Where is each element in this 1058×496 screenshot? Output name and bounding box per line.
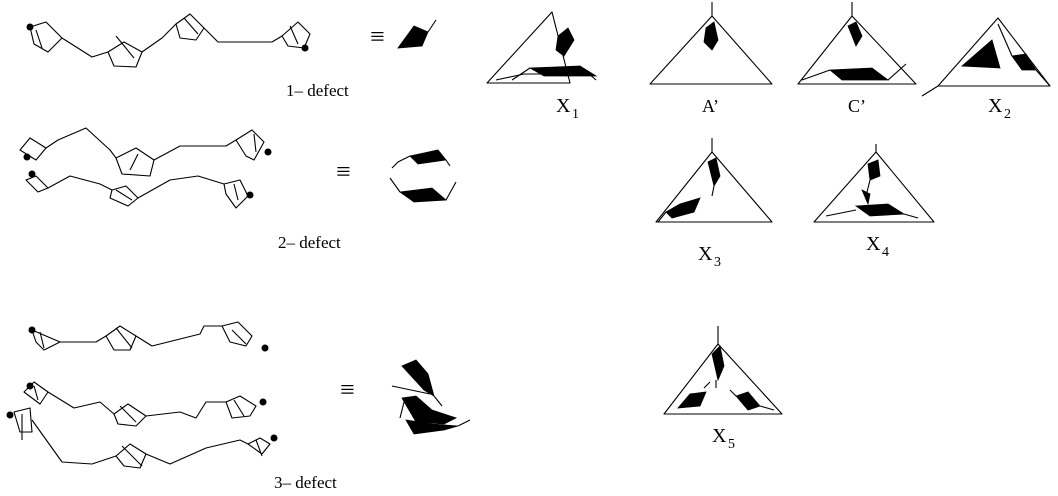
label-c-prime: C’: [848, 96, 866, 116]
triangle-c-prime: [797, 2, 917, 85]
equivalence-symbol: ≡: [340, 375, 355, 404]
svg-text:4: 4: [882, 245, 889, 260]
defect-1-label: 1– defect: [286, 81, 349, 100]
defect-3-glyph: [391, 359, 471, 435]
equivalence-symbol: ≡: [370, 22, 385, 51]
chain-1-defect: [26, 13, 311, 68]
svg-text:2: 2: [1004, 107, 1011, 122]
ring: [13, 407, 33, 433]
triangle-x4: [813, 144, 935, 223]
svg-text:3: 3: [714, 255, 721, 270]
ring: [25, 175, 49, 193]
svg-text:5: 5: [728, 437, 735, 452]
triangle-x5: [663, 326, 783, 415]
label-x2: X 2: [988, 95, 1011, 122]
chain-3-defect-a: [28, 321, 269, 352]
svg-text:X: X: [698, 243, 713, 265]
label-a-prime: A’: [702, 96, 719, 116]
label-x3: X 3: [698, 243, 721, 270]
equivalence-symbol: ≡: [336, 157, 351, 186]
ring: [109, 185, 139, 207]
chain-2-defect-upper: [19, 127, 272, 177]
triangle-x1: [486, 11, 598, 84]
defect-2-glyph: [389, 149, 457, 203]
ring: [221, 321, 253, 347]
defect-2-label: 2– defect: [278, 233, 341, 252]
ring: [225, 395, 257, 419]
label-x4: X 4: [866, 233, 889, 260]
triangle-x3: [655, 138, 773, 223]
ring: [113, 403, 147, 427]
svg-text:X: X: [712, 425, 727, 447]
defect-1-glyph: [397, 19, 437, 49]
ring: [105, 325, 137, 351]
label-x1: X 1: [556, 95, 579, 122]
chain-3-defect-c: [6, 407, 278, 469]
svg-text:X: X: [866, 233, 881, 255]
triangle-x2: [921, 17, 1051, 97]
ring: [31, 329, 61, 351]
chain-2-defect-lower: [25, 170, 254, 209]
defect-3-label: 3– defect: [274, 473, 337, 492]
svg-text:X: X: [556, 95, 571, 117]
ring: [223, 179, 249, 209]
triangle-a-prime: [649, 2, 773, 85]
ring-3: [175, 13, 205, 41]
svg-text:X: X: [988, 95, 1003, 117]
ring: [235, 129, 265, 161]
label-x5: X 5: [712, 425, 735, 452]
ring: [115, 443, 147, 469]
chain-3-defect-b: [23, 381, 267, 427]
svg-text:1: 1: [572, 107, 579, 122]
ring: [247, 437, 271, 455]
ring-4: [281, 21, 311, 49]
ring: [115, 147, 155, 177]
ring-2: [107, 41, 143, 68]
chain-end-dot: [301, 44, 309, 52]
ring-1: [29, 21, 63, 53]
